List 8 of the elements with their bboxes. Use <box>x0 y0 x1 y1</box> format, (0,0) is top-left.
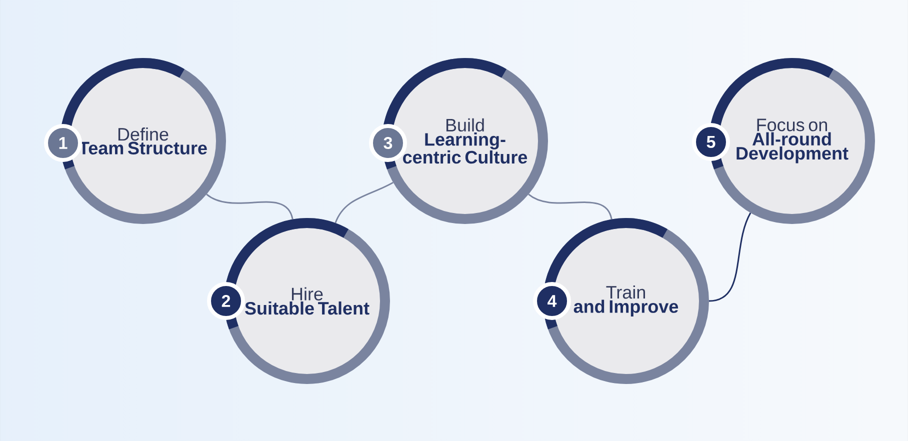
connector-line <box>334 182 394 224</box>
connector-line <box>206 194 294 220</box>
connector-line <box>528 194 612 220</box>
number-badge: 4 <box>533 282 571 320</box>
number-badge: 1 <box>44 124 82 162</box>
number-badge: 2 <box>207 282 245 320</box>
connector-line <box>708 212 752 302</box>
number-badge: 5 <box>692 123 730 161</box>
